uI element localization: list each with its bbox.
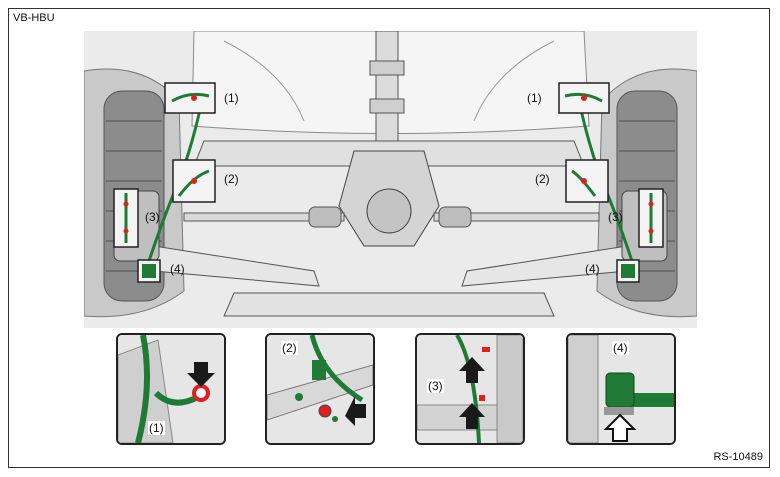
inset-1-drawing <box>118 335 224 443</box>
inset-3-callout: (3) <box>427 379 444 393</box>
arrow-up-icon-2 <box>459 403 485 429</box>
detail-inset-3: (3) <box>415 333 525 445</box>
callout-4-left: (4) <box>170 262 185 276</box>
callout-4-right: (4) <box>585 262 600 276</box>
inset-1-callout: (1) <box>148 421 165 435</box>
figure-code: RS-10489 <box>713 451 763 463</box>
arrow-down-icon <box>187 362 215 387</box>
underbody-illustration <box>84 31 697 328</box>
callout-3-right: (3) <box>608 210 623 224</box>
inset-2-callout: (2) <box>281 341 298 355</box>
arrow-up-icon <box>459 357 485 383</box>
arrow-left-icon <box>345 396 366 426</box>
detail-inset-1: (1) <box>116 333 226 445</box>
callout-1-left: (1) <box>224 91 239 105</box>
callout-2-left: (2) <box>224 172 239 186</box>
arrow-up-outline-icon <box>603 413 637 442</box>
callout-3-left: (3) <box>145 210 160 224</box>
detail-inset-4: (4) <box>566 333 676 445</box>
detail-inset-2: (2) <box>265 333 375 445</box>
model-code: VB-HBU <box>13 12 55 24</box>
callout-1-right: (1) <box>527 91 542 105</box>
inset-4-callout: (4) <box>612 341 629 355</box>
underbody-drawing <box>84 31 697 328</box>
callout-2-right: (2) <box>535 172 550 186</box>
